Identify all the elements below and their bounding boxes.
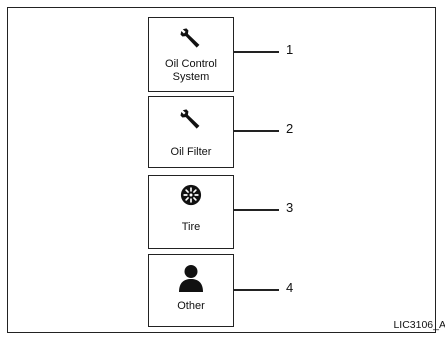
callout-number-4: 4 (286, 280, 294, 295)
callout-number-1: 1 (286, 42, 294, 57)
leader-line-1 (234, 51, 279, 53)
diagram-frame (7, 7, 436, 333)
wrench-icon (180, 109, 200, 129)
tire-icon (180, 184, 202, 206)
tile-oil-control-system: Oil Control System (148, 17, 234, 92)
tile-label: Other (177, 300, 205, 312)
callout-number-2: 2 (286, 121, 294, 136)
wrench-icon (180, 28, 200, 48)
callout-number-3: 3 (286, 200, 294, 215)
leader-line-4 (234, 289, 279, 291)
tile-tire: Tire (148, 175, 234, 249)
tile-label-line1: Oil Control (165, 58, 217, 70)
tile-oil-filter: Oil Filter (148, 96, 234, 168)
tile-label-line2: System (172, 71, 210, 83)
leader-line-2 (234, 130, 279, 132)
tile-label: Oil Filter (170, 146, 212, 158)
figure-code: LIC3106_A (393, 319, 445, 331)
leader-line-3 (234, 209, 279, 211)
tile-label: Tire (181, 221, 201, 233)
tile-other: Other (148, 254, 234, 327)
person-icon (179, 265, 203, 292)
